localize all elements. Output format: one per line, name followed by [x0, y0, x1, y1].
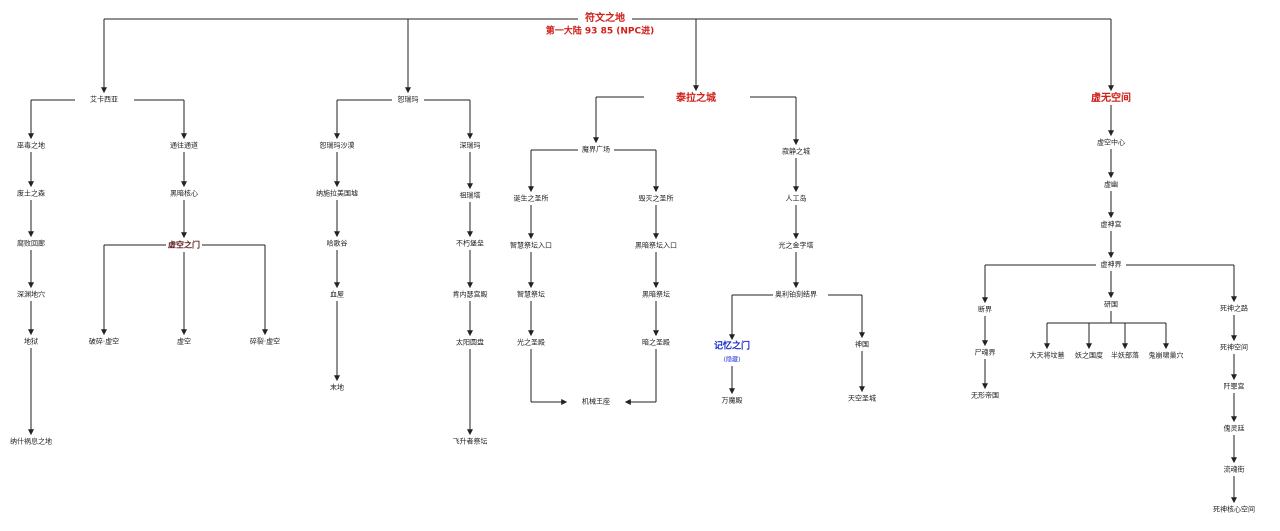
- node-silent-chain-2: 奥利铂刻结界: [773, 290, 819, 300]
- node-machine-throne: 机械王座: [580, 397, 612, 407]
- node-targon-a-3: 光之圣殿: [515, 338, 547, 348]
- node-void-a-1: 尸魂界: [972, 348, 998, 358]
- node-xerath-right-1: 祖瑞塔: [457, 191, 483, 201]
- root-subtitle: 第一大陆 93 85 (NPC进): [543, 26, 657, 38]
- node-void-child-2: 碎裂·虚空: [247, 337, 283, 347]
- node-targon-b-1: 黑暗祭坛入口: [633, 241, 679, 251]
- node-aisheya-left-2: 腐败回廊: [15, 239, 47, 249]
- node-xerath-right-0: 深瑞玛: [457, 141, 483, 151]
- node-void-chain-3: 虚神界: [1098, 260, 1124, 270]
- node-void-child-1: 虚空: [175, 337, 193, 347]
- node-targon-a-0: 诞生之圣所: [511, 194, 551, 204]
- node-aisheya-left-5: 纳什祸息之地: [8, 437, 54, 447]
- node-void-space: 虚无空间: [1089, 93, 1133, 105]
- node-silent-chain-1: 光之金字塔: [776, 241, 816, 251]
- node-silent-city: 寂静之城: [780, 147, 812, 157]
- node-aisheya-left-0: 巫毒之地: [15, 141, 47, 151]
- node-xerath-right-2: 不朽堡垒: [454, 239, 486, 249]
- node-void-b: 研国: [1102, 300, 1120, 310]
- node-void-chain-0: 虚空中心: [1095, 138, 1127, 148]
- node-sky-city: 天空圣城: [846, 394, 878, 404]
- node-void-b-2: 半妖部落: [1109, 351, 1141, 361]
- node-aisheya-left-4: 地狱: [22, 337, 40, 347]
- node-targon-b-2: 黑暗祭坛: [640, 290, 672, 300]
- node-silent-chain-0: 人工岛: [783, 194, 809, 204]
- root-node: 符文之地: [583, 13, 627, 25]
- node-void-child-0: 破碎·虚空: [86, 337, 122, 347]
- node-void-gate: 虚空之门: [166, 240, 202, 250]
- node-targon-b-0: 毁灭之圣所: [636, 194, 676, 204]
- node-xerath-left-1: 纳施拉美国墟: [314, 189, 360, 199]
- node-void-c-1: 死神空间: [1218, 343, 1250, 353]
- node-xerath-right-3: 肯内瑟宫殿: [450, 290, 490, 300]
- node-void-a-0: 断界: [976, 305, 994, 315]
- node-divine-kingdom: 神国: [853, 340, 871, 350]
- node-xerath-right-4: 太阳圆盘: [454, 338, 486, 348]
- node-void-b-0: 大天将坟墓: [1027, 351, 1067, 361]
- node-targon-b-3: 暗之圣殿: [640, 338, 672, 348]
- node-aisheya-right-1: 黑暗核心: [168, 189, 200, 199]
- node-void-chain-2: 虚神宫: [1098, 220, 1124, 230]
- node-xerath-left-0: 恕瑞玛沙漠: [317, 141, 357, 151]
- node-void-c-3: 傀灵廷: [1221, 424, 1247, 434]
- node-void-b-3: 鬼崩啸巢穴: [1146, 351, 1186, 361]
- node-void-c-2: 阡罪宫: [1221, 382, 1247, 392]
- node-xerath-left-3: 血屋: [328, 290, 346, 300]
- node-targon-a-2: 智慧祭坛: [515, 290, 547, 300]
- node-void-b-1: 妖之国度: [1073, 351, 1105, 361]
- node-void-chain-1: 虚幽: [1102, 180, 1120, 190]
- node-memory-gate: 记忆之门: [711, 341, 753, 352]
- node-aisheya-left-1: 废土之森: [15, 189, 47, 199]
- node-aisheya: 艾卡西亚: [88, 95, 120, 105]
- node-memory-gate-note: (隐藏): [721, 355, 743, 365]
- node-void-c-4: 流魂街: [1221, 465, 1247, 475]
- node-targon-a-1: 智慧祭坛入口: [508, 241, 554, 251]
- node-xerath-left-2: 哈歌谷: [324, 239, 350, 249]
- node-pandemonium: 万魔殿: [719, 396, 745, 406]
- node-targon: 泰拉之城: [674, 93, 718, 105]
- node-aisheya-left-3: 深渊地穴: [15, 290, 47, 300]
- node-void-c-5: 死神核心空间: [1211, 505, 1257, 515]
- node-void-c-0: 死神之路: [1218, 304, 1250, 314]
- node-xerath: 恕瑞玛: [395, 95, 421, 105]
- node-magic-square: 魔界广场: [580, 145, 612, 155]
- node-void-a-2: 无形帝国: [969, 391, 1001, 401]
- node-xerath-left-4: 末地: [328, 383, 346, 393]
- node-xerath-right-5: 飞升者祭坛: [450, 437, 490, 447]
- node-aisheya-right-0: 通往通道: [168, 141, 200, 151]
